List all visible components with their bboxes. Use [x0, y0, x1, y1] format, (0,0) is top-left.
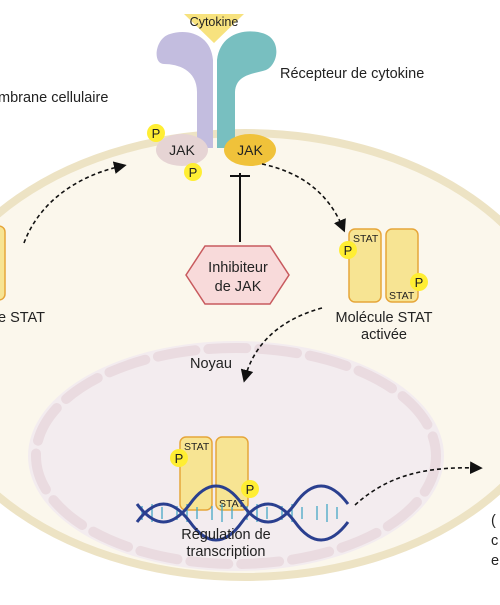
phospho-active-stat-left-label: P — [344, 243, 353, 258]
phospho-jak-top-label: P — [152, 126, 161, 141]
nuclear-stat-left — [179, 436, 213, 511]
membrane-label: mbrane cellulaire — [0, 90, 108, 106]
phospho-nuclear-stat-left — [170, 449, 188, 467]
active-stat-label-2: activée — [361, 327, 407, 343]
dna-helix — [135, 484, 350, 542]
jak-left-blob — [156, 134, 208, 166]
dna-strand-2 — [135, 502, 350, 542]
arrow-stat-to-jak — [23, 161, 127, 244]
nucleus-envelope — [31, 343, 441, 569]
phospho-nuclear-stat-right — [241, 480, 259, 498]
phospho-active-stat-right — [410, 273, 428, 291]
transcription-label-1: Régulation de — [181, 527, 271, 543]
active-stat-tag-top: STAT — [353, 233, 379, 245]
phospho-nuclear-stat-right-label: P — [246, 482, 255, 497]
cytokine-label: Cytokine — [190, 15, 239, 29]
arrow-dna-to-output — [354, 461, 483, 506]
cytokine-ligand — [184, 14, 244, 43]
nucleus-label: Noyau — [190, 356, 232, 372]
active-stat-tag-bottom: STAT — [389, 290, 415, 302]
phospho-active-stat-left — [339, 241, 357, 259]
right-edge-text-1: ( — [491, 513, 496, 529]
dna-strand-1 — [135, 484, 350, 524]
phospho-nuclear-stat-left-label: P — [175, 451, 184, 466]
active-stat-right — [385, 228, 419, 303]
inactive-stat-label: e STAT — [0, 310, 45, 326]
receptor-left — [156, 31, 213, 149]
receptor-right — [217, 31, 277, 148]
active-stat-label-1: Molécule STAT — [336, 310, 433, 326]
transcription-label-2: transcription — [187, 544, 266, 560]
jak-right-label: JAK — [237, 142, 263, 158]
jak-inhibitor-hexagon — [185, 245, 290, 305]
right-edge-text-2: c — [491, 533, 498, 549]
receptor-label: Récepteur de cytokine — [280, 66, 424, 82]
inhibitor-label-2: de JAK — [215, 279, 262, 295]
phospho-jak-bottom-label: P — [189, 165, 198, 180]
phospho-active-stat-right-label: P — [415, 275, 424, 290]
right-edge-text-3: e — [491, 553, 499, 569]
active-stat-left — [348, 228, 382, 303]
jak-right-blob — [224, 134, 276, 166]
inactive-stat-molecule — [0, 225, 6, 301]
phospho-jak-top — [147, 124, 165, 142]
nuclear-stat-tag-top: STAT — [184, 441, 210, 453]
jak-left-label: JAK — [169, 142, 195, 158]
phospho-jak-bottom — [184, 163, 202, 181]
inhibitor-label-1: Inhibiteur — [208, 260, 268, 276]
